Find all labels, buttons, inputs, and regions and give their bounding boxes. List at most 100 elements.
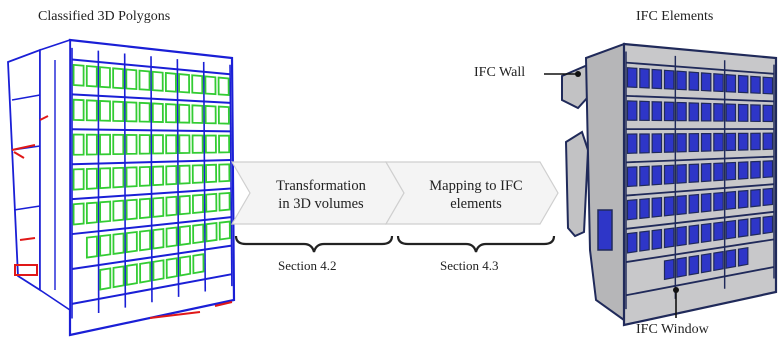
window xyxy=(688,193,700,214)
step-mapping-line1: Mapping to IFC xyxy=(429,178,523,194)
window xyxy=(99,167,112,190)
window xyxy=(112,67,125,90)
floor-line xyxy=(625,94,775,103)
step-mapping-label: Mapping to IFC elements xyxy=(410,177,542,213)
window xyxy=(85,99,98,122)
window xyxy=(72,98,85,122)
window xyxy=(676,256,687,278)
window xyxy=(112,232,125,255)
window xyxy=(99,133,112,156)
brace-section-4-3 xyxy=(396,235,556,253)
window xyxy=(725,73,737,93)
window xyxy=(151,102,164,123)
window xyxy=(178,73,191,94)
window xyxy=(663,133,675,153)
window xyxy=(700,192,712,213)
ifc-wall-label: IFC Wall xyxy=(474,65,526,80)
step-transformation-line2: in 3D volumes xyxy=(278,196,364,212)
window xyxy=(737,103,749,122)
window xyxy=(750,104,761,123)
window xyxy=(178,103,191,124)
window xyxy=(165,103,178,124)
window xyxy=(663,164,675,185)
window xyxy=(651,68,663,90)
window xyxy=(191,164,204,184)
floor-line xyxy=(625,266,775,297)
window xyxy=(179,255,192,277)
window xyxy=(178,134,191,154)
window xyxy=(688,102,700,122)
window xyxy=(676,164,687,184)
window xyxy=(700,102,712,122)
window xyxy=(713,103,724,122)
window xyxy=(152,259,165,282)
arrow-mapping xyxy=(384,161,559,225)
window xyxy=(737,218,749,238)
window xyxy=(725,219,737,240)
window xyxy=(688,133,700,153)
window xyxy=(688,254,700,276)
window xyxy=(72,63,85,87)
window xyxy=(205,192,218,213)
window xyxy=(191,134,204,154)
window xyxy=(138,134,151,155)
window xyxy=(688,163,700,184)
window xyxy=(713,162,724,182)
window xyxy=(99,267,112,291)
window xyxy=(125,101,138,123)
window xyxy=(204,134,217,154)
window xyxy=(85,235,98,259)
window xyxy=(725,132,737,152)
window xyxy=(205,222,218,243)
window xyxy=(725,190,737,211)
window xyxy=(152,228,165,250)
window xyxy=(725,248,737,269)
window xyxy=(639,197,650,220)
floor-line xyxy=(625,61,775,75)
right-title: IFC Elements xyxy=(636,9,714,24)
window xyxy=(626,133,638,154)
left-title: Classified 3D Polygons xyxy=(38,9,171,24)
window xyxy=(218,134,231,154)
window xyxy=(639,165,650,187)
section-4-2-label: Section 4.2 xyxy=(278,258,337,273)
window xyxy=(639,100,650,121)
window xyxy=(737,132,749,151)
window xyxy=(676,225,687,247)
window xyxy=(750,216,761,236)
window xyxy=(626,231,638,254)
column-line xyxy=(229,64,233,287)
window xyxy=(762,160,774,179)
window xyxy=(125,134,138,155)
window xyxy=(762,215,774,235)
classified-building xyxy=(7,38,236,337)
window xyxy=(750,188,761,208)
window xyxy=(165,226,178,248)
window xyxy=(178,194,191,216)
window xyxy=(688,224,700,245)
window xyxy=(626,166,638,188)
window xyxy=(663,227,675,249)
window xyxy=(700,252,712,274)
window xyxy=(112,166,125,189)
window xyxy=(713,221,724,242)
window xyxy=(164,71,177,93)
window xyxy=(676,133,687,153)
window xyxy=(72,202,85,226)
window xyxy=(112,133,125,156)
window xyxy=(99,233,112,257)
step-mapping-line2: elements xyxy=(450,196,502,212)
ifc-window-label: IFC Window xyxy=(636,322,709,337)
window xyxy=(639,133,650,154)
window xyxy=(138,165,151,187)
window xyxy=(191,74,204,95)
window xyxy=(112,199,125,222)
window xyxy=(99,200,112,223)
window xyxy=(152,196,165,218)
window xyxy=(626,67,638,89)
window xyxy=(192,193,205,215)
window xyxy=(165,134,178,155)
window xyxy=(138,101,151,123)
section-4-3-label: Section 4.3 xyxy=(440,258,499,273)
window xyxy=(192,253,205,275)
